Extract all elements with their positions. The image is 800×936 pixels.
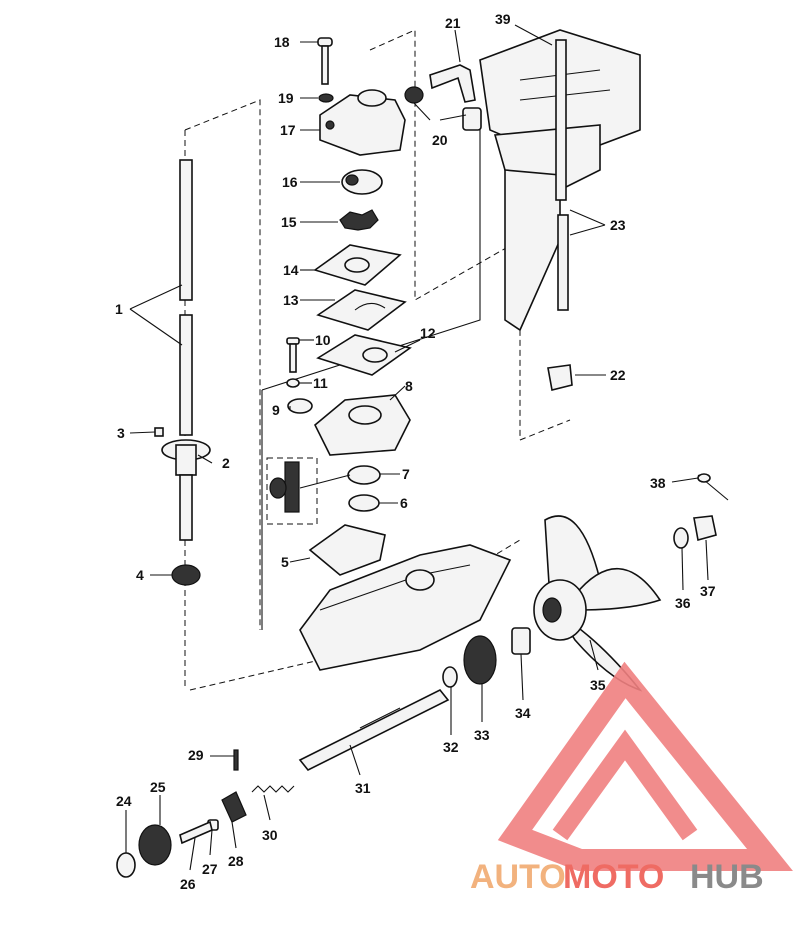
label-27: 27	[202, 861, 218, 877]
impeller-15	[339, 209, 379, 231]
label-39: 39	[495, 11, 511, 27]
label-29: 29	[188, 747, 204, 763]
oring-6	[348, 494, 380, 512]
label-12: 12	[420, 325, 436, 341]
nut-37	[693, 515, 717, 542]
automotohub-logo	[497, 661, 793, 871]
label-16: 16	[282, 174, 298, 190]
label-28: 28	[228, 853, 244, 869]
bushing-34	[511, 627, 531, 655]
label-21: 21	[445, 15, 461, 31]
pump-base-8	[314, 394, 411, 456]
label-18: 18	[274, 34, 290, 50]
label-19: 19	[278, 90, 294, 106]
label-20: 20	[432, 132, 448, 148]
label-22: 22	[610, 367, 626, 383]
label-24: 24	[116, 793, 132, 809]
shift-rod-39	[555, 39, 567, 201]
label-36: 36	[675, 595, 691, 611]
pin-3	[154, 427, 164, 437]
prop-shaft-31	[298, 688, 450, 772]
automotohub-watermark-text: AUTO MOTO HUB	[470, 858, 764, 896]
part-labels: 18 19 17 16 15 14 13 12 10 11 9 8 7 6 5 …	[115, 11, 716, 892]
bolt-18	[317, 37, 333, 85]
pin-29	[233, 749, 239, 771]
gasket-12	[316, 334, 412, 376]
watermark-hub: HUB	[690, 858, 764, 896]
gear-25	[138, 824, 172, 866]
water-tube-21	[429, 64, 476, 103]
bolt-10	[286, 337, 300, 373]
label-15: 15	[281, 214, 297, 230]
label-9: 9	[272, 402, 280, 418]
label-8: 8	[405, 378, 413, 394]
washer-19	[318, 93, 334, 103]
cotter-pin-38	[697, 473, 729, 501]
label-26: 26	[180, 876, 196, 892]
label-10: 10	[315, 332, 331, 348]
washer-36	[673, 527, 689, 549]
label-7: 7	[402, 466, 410, 482]
watermark-auto: AUTO	[470, 858, 566, 896]
label-3: 3	[117, 425, 125, 441]
driveshaft	[161, 159, 211, 541]
leader-lines	[125, 24, 709, 871]
label-35: 35	[590, 677, 606, 693]
bushing-22	[547, 364, 573, 391]
pump-housing-17	[319, 89, 406, 156]
pinion-gear	[171, 564, 201, 586]
label-17: 17	[280, 122, 296, 138]
gasket-5	[308, 524, 386, 576]
impeller-liner-16	[341, 169, 383, 195]
label-37: 37	[700, 583, 716, 599]
lower-gearcase	[299, 544, 512, 671]
grommet-20b	[462, 107, 482, 131]
label-11: 11	[313, 375, 328, 391]
label-2: 2	[222, 455, 230, 471]
seal-9	[287, 398, 313, 414]
label-14: 14	[283, 262, 299, 278]
label-34: 34	[515, 705, 531, 721]
propeller-35	[533, 515, 662, 692]
spring-30	[251, 785, 295, 793]
label-4: 4	[136, 567, 144, 583]
label-23: 23	[610, 217, 626, 233]
gear-33	[463, 635, 497, 685]
washer-24	[116, 852, 136, 878]
clutch-28	[221, 791, 247, 823]
grommet-20a	[404, 86, 424, 104]
label-13: 13	[283, 292, 299, 308]
label-38: 38	[650, 475, 666, 491]
label-31: 31	[355, 780, 371, 796]
seal-group-7	[266, 457, 381, 525]
label-30: 30	[262, 827, 278, 843]
label-5: 5	[281, 554, 289, 570]
shaft-26	[179, 820, 213, 845]
shift-rod-23	[557, 214, 569, 311]
label-25: 25	[150, 779, 166, 795]
label-33: 33	[474, 727, 490, 743]
gasket-14	[313, 244, 402, 286]
washer-32	[442, 666, 458, 688]
label-6: 6	[400, 495, 408, 511]
label-1: 1	[115, 301, 123, 317]
washer-11	[286, 378, 300, 388]
label-32: 32	[443, 739, 459, 755]
watermark-moto: MOTO	[563, 858, 664, 896]
plate-13	[316, 289, 407, 331]
